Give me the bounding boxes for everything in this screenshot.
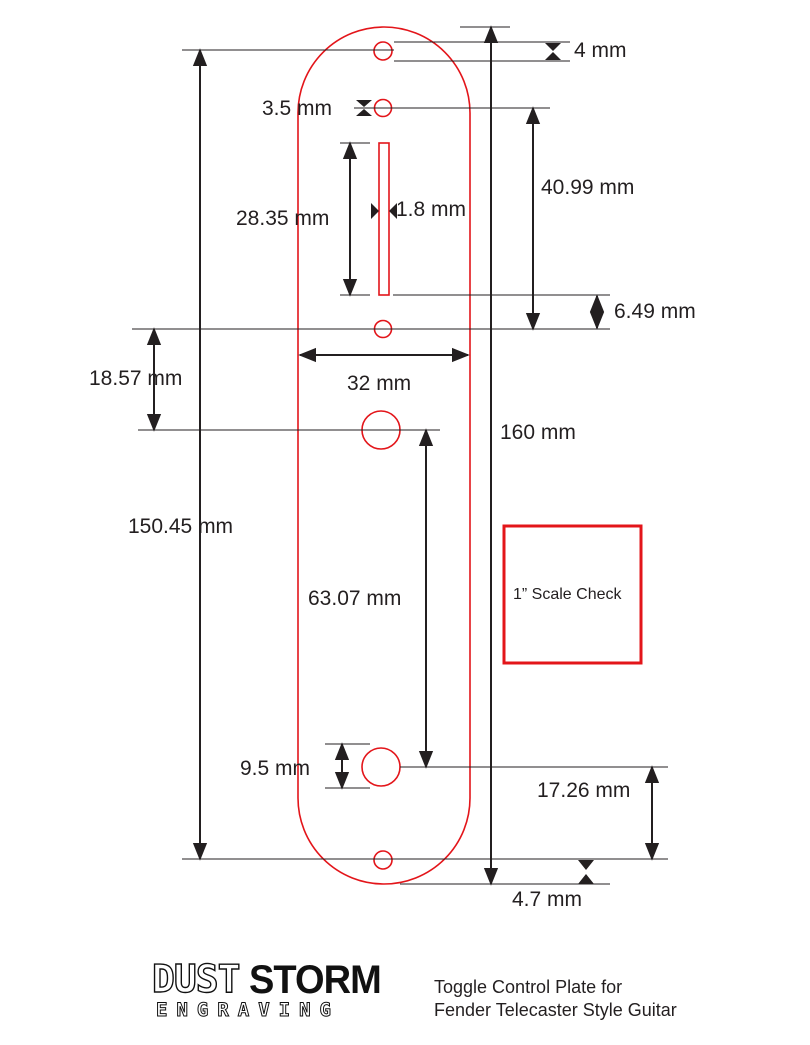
label-40-99mm: 40.99 mm [541, 176, 635, 199]
label-32mm: 32 mm [347, 372, 412, 395]
pot-hole-lower [361, 747, 401, 787]
label-160mm: 160 mm [500, 421, 576, 444]
label-9-5mm: 9.5 mm [240, 757, 311, 780]
dim-arrows-3-5 [356, 100, 372, 116]
label-28-35mm: 28.35 mm [236, 207, 330, 230]
drawing-caption: Toggle Control Plate for Fender Telecast… [434, 976, 677, 1023]
brand-logo-dust: DUST [151, 957, 241, 1001]
label-3-5mm: 3.5 mm [262, 97, 333, 120]
brand-logo-storm: STORM [249, 958, 382, 1002]
label-63-07mm: 63.07 mm [308, 587, 402, 610]
label-4mm: 4 mm [574, 39, 627, 62]
caption-line-2: Fender Telecaster Style Guitar [434, 1000, 677, 1021]
label-6-49mm: 6.49 mm [614, 300, 696, 323]
scale-check-box [502, 524, 643, 665]
label-17-26mm: 17.26 mm [537, 779, 631, 802]
top-mount-hole [373, 41, 393, 61]
label-18-57mm: 18.57 mm [89, 367, 183, 390]
dim-arrows-4-7 [578, 860, 594, 884]
caption-line-1: Toggle Control Plate for [434, 977, 623, 997]
switch-slot [378, 142, 390, 296]
label-1-8mm: 1.8 mm [396, 198, 467, 221]
dim-arrows-1-8 [371, 203, 397, 219]
dim-arrows-4 [545, 43, 561, 60]
label-4-7mm: 4.7 mm [512, 888, 583, 911]
brand-logo-engraving: ENGRAVING [156, 999, 340, 1021]
bottom-mount-hole [373, 850, 393, 870]
label-150-45mm: 150.45 mm [128, 515, 234, 538]
plate-outline [297, 26, 471, 885]
scale-check-label: 1” Scale Check [513, 586, 622, 603]
